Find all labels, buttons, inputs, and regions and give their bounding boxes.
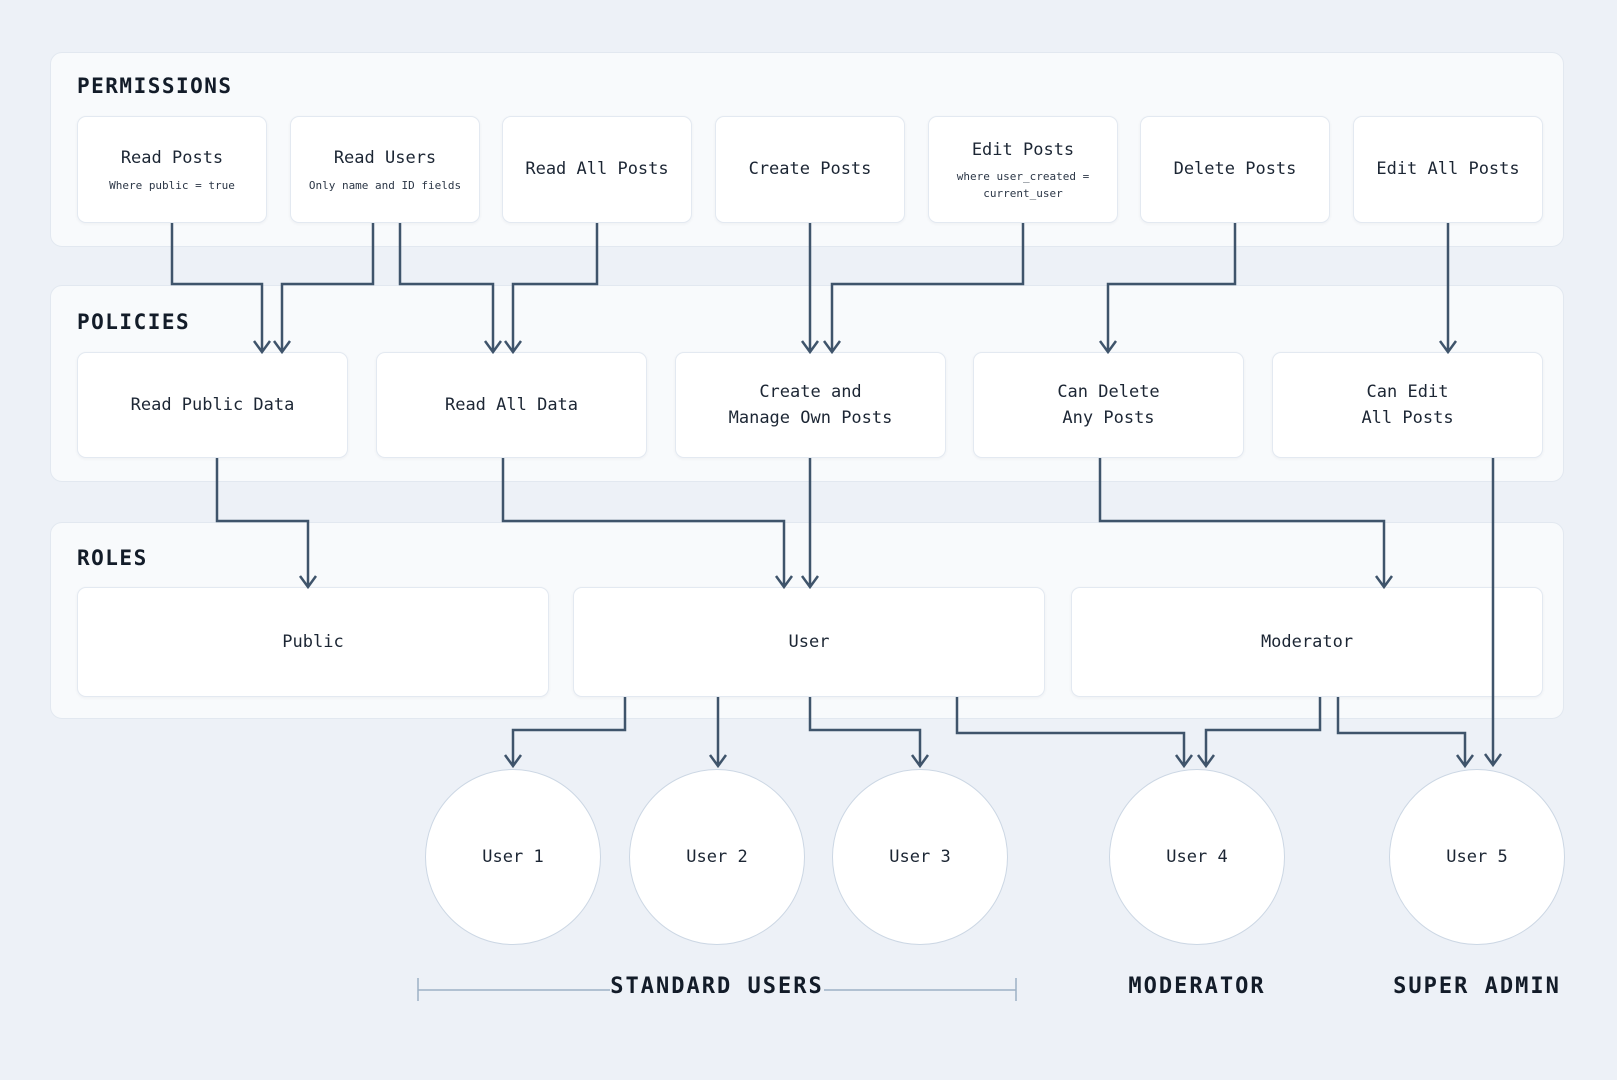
group-label-moderator: MODERATOR	[1128, 974, 1266, 999]
permission-title: Edit All Posts	[1376, 159, 1520, 180]
roles-section-title: ROLES	[77, 546, 148, 570]
user-circle-4: User 4	[1109, 769, 1285, 945]
policy-title: Can Delete Any Posts	[1057, 381, 1160, 428]
permission-title: Read All Posts	[525, 159, 669, 180]
permission-subtitle: Where public = true	[109, 178, 235, 192]
permission-subtitle: Only name and ID fields	[308, 178, 462, 192]
user-circle-2: User 2	[629, 769, 805, 945]
user-circle-5: User 5	[1389, 769, 1565, 945]
permission-edit-all-posts: Edit All Posts	[1353, 116, 1543, 223]
permission-title: Read Posts	[120, 148, 224, 169]
permission-title: Delete Posts	[1173, 159, 1297, 180]
permission-edit-posts: Edit Posts where user_created = current_…	[928, 116, 1118, 223]
policy-read-all-data: Read All Data	[376, 352, 647, 458]
policy-read-public-data: Read Public Data	[77, 352, 348, 458]
user-circle-1: User 1	[425, 769, 601, 945]
group-label-super-admin: SUPER ADMIN	[1393, 974, 1561, 999]
permission-read-all-posts: Read All Posts	[502, 116, 692, 223]
permission-title: Edit Posts	[971, 139, 1075, 160]
permission-read-users: Read Users Only name and ID fields	[290, 116, 480, 223]
permission-title: Create Posts	[748, 159, 872, 180]
policy-title: Read Public Data	[130, 394, 295, 415]
policy-can-edit-all-posts: Can Edit All Posts	[1272, 352, 1543, 458]
role-public: Public	[77, 587, 549, 697]
permission-delete-posts: Delete Posts	[1140, 116, 1330, 223]
group-label-standard-users: STANDARD USERS	[610, 974, 824, 999]
role-title: Moderator	[1260, 631, 1354, 652]
policy-title: Read All Data	[444, 394, 579, 415]
permission-create-posts: Create Posts	[715, 116, 905, 223]
role-title: Public	[282, 631, 344, 652]
permission-read-posts: Read Posts Where public = true	[77, 116, 267, 223]
role-moderator: Moderator	[1071, 587, 1543, 697]
policy-create-manage-own-posts: Create and Manage Own Posts	[675, 352, 946, 458]
policy-title: Create and Manage Own Posts	[728, 381, 893, 428]
role-title: User	[788, 631, 830, 652]
permissions-section-title: PERMISSIONS	[77, 74, 233, 98]
permission-subtitle: where user_created = current_user	[956, 170, 1090, 201]
policies-section-title: POLICIES	[77, 310, 191, 334]
role-user: User	[573, 587, 1045, 697]
policy-can-delete-any-posts: Can Delete Any Posts	[973, 352, 1244, 458]
user-circle-3: User 3	[832, 769, 1008, 945]
permission-title: Read Users	[333, 148, 437, 169]
policy-title: Can Edit All Posts	[1361, 381, 1454, 428]
